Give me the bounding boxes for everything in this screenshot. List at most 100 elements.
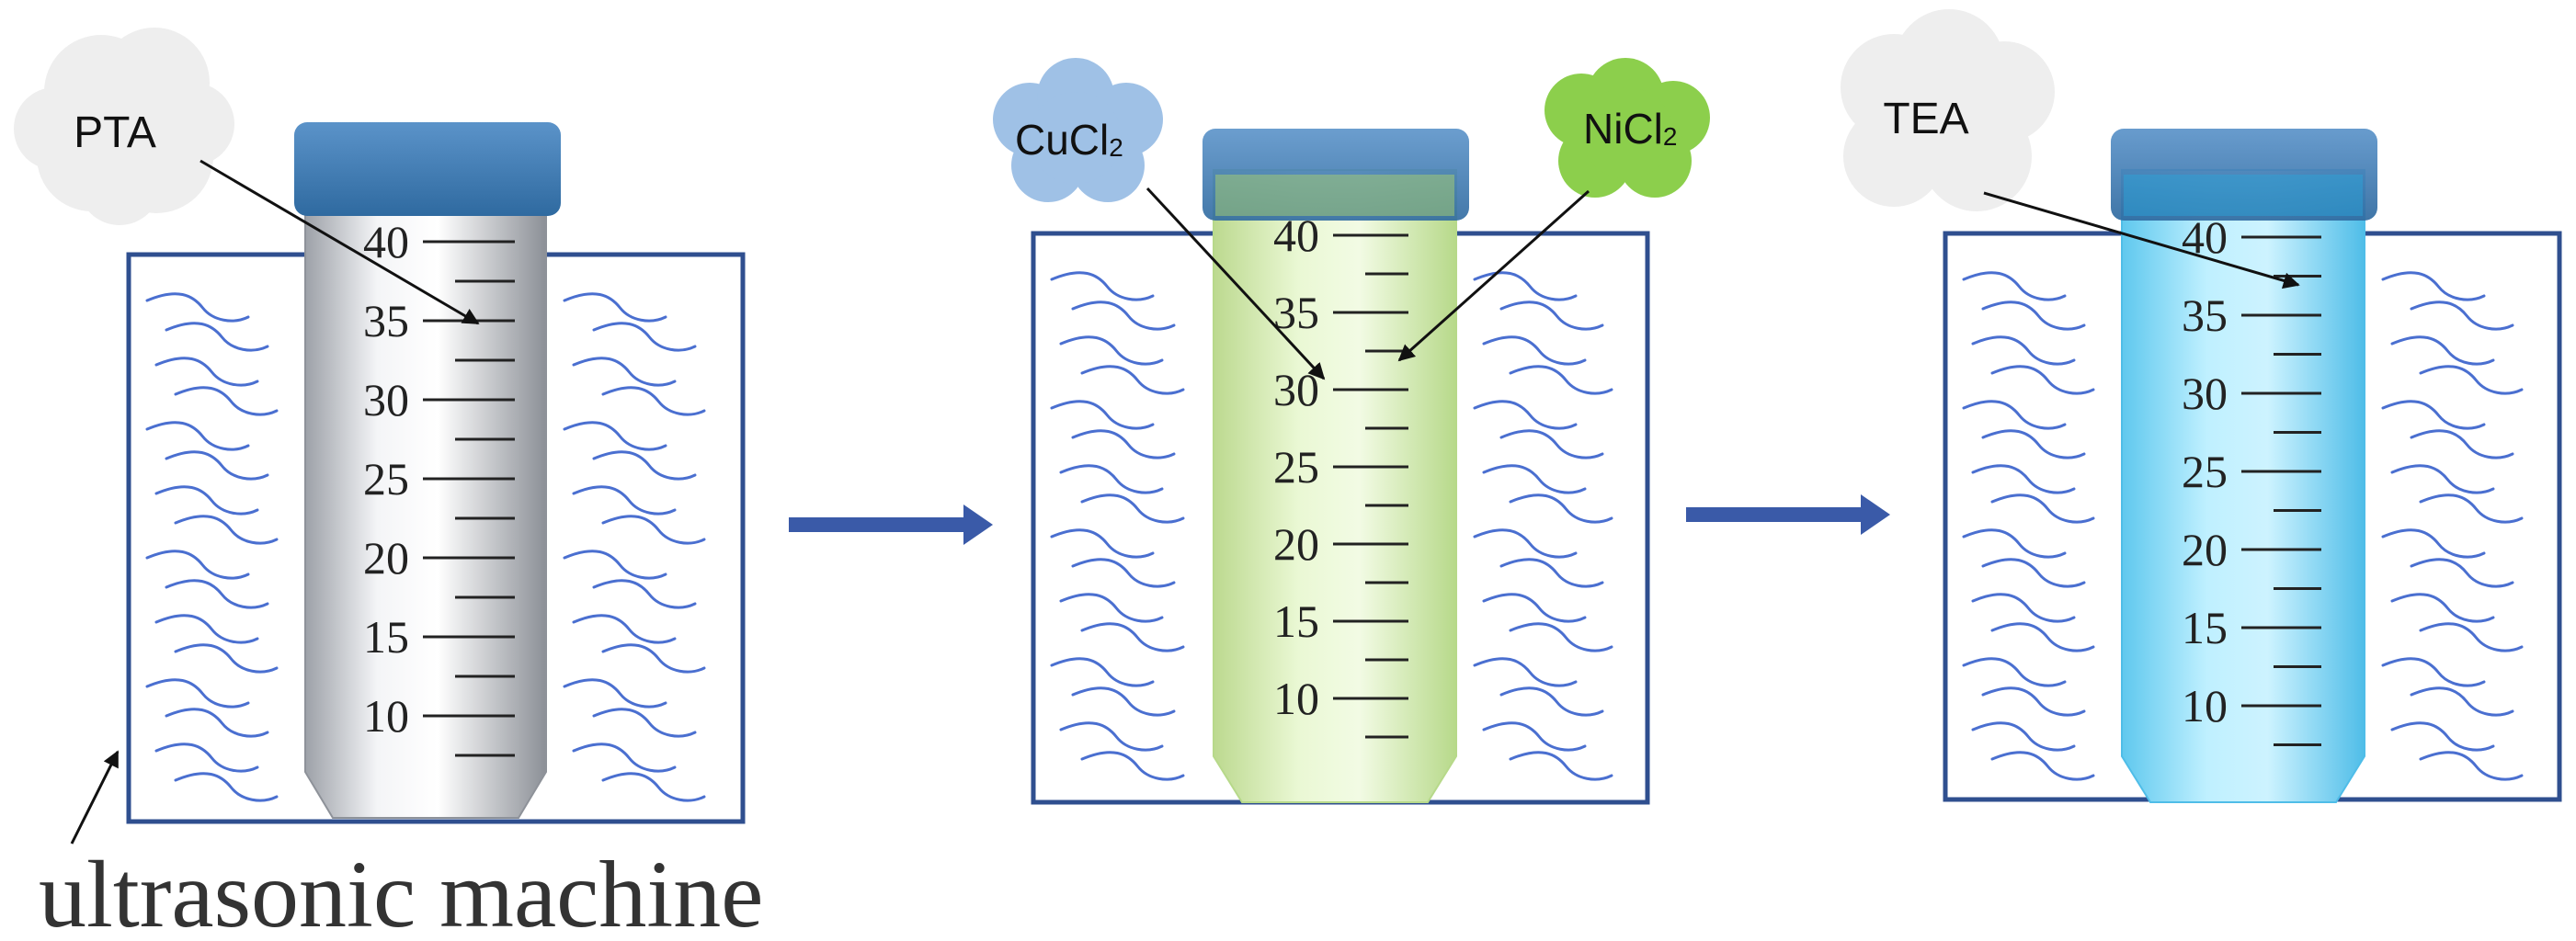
tube-3-scale-label: 10 [2182,680,2228,731]
tube-1-cap [294,122,561,216]
ultrasonic-waves [145,271,2524,802]
reagent-label-cucl2: CuCl2 [1015,116,1123,164]
ultrasonic-wave [1473,657,1578,687]
ultrasonic-wave [165,708,269,738]
ultrasonic-wave [145,550,250,580]
ultrasonic-wave [2381,400,2486,430]
ultrasonic-wave [2390,464,2495,494]
nicl2-addition-arrow [1397,189,1590,362]
ultrasonic-wave [2390,721,2495,752]
tube-2-scale-label: 30 [1273,364,1319,415]
tea-addition-arrow [1983,191,2300,289]
ultrasonic-wave [2381,271,2486,301]
ultrasonic-wave [1059,335,1164,366]
ultrasonic-wave [572,357,677,387]
tube-3-scale-label: 25 [2182,446,2228,497]
ultrasonic-wave [1971,335,2076,366]
reagent-label-tea: TEA [1883,95,1968,143]
process-arrow-2 [1686,494,1890,535]
ultrasonic-wave [1509,751,1613,781]
ultrasonic-wave [1990,622,2095,652]
ultrasonic-wave [145,292,250,323]
ultrasonic-wave [1080,751,1185,781]
ultrasonic-wave [1962,400,2067,430]
ultrasonic-wave [2419,622,2524,652]
ultrasonic-wave [592,322,697,352]
ultrasonic-wave [154,614,259,644]
ultrasonic-wave [1482,593,1587,623]
ultrasonic-wave [572,614,677,644]
ultrasonic-wave [145,678,250,709]
ultrasonic-wave [1499,686,1604,717]
ultrasonic-wave [1499,429,1604,459]
ultrasonic-wave [592,450,697,481]
ultrasonic-wave [2410,429,2514,459]
tube-1-scale-label: 40 [363,216,409,267]
reagent-cloud-cucl2 [993,58,1163,202]
tube-2-scale-label: 20 [1273,518,1319,570]
ultrasonic-wave [2381,657,2486,687]
reagent-label-pta: PTA [74,108,156,157]
ultrasonic-wave [592,708,697,738]
ultrasonic-wave [1962,528,2067,559]
reagent-cloud-nicl2 [1544,58,1710,198]
tube-2-liquid-top [1215,175,1454,216]
ultrasonic-wave [2419,493,2524,524]
ultrasonic-wave [1499,300,1604,331]
tube-3-scale-label: 20 [2182,524,2228,575]
tube-3-scale-label: 15 [2182,602,2228,653]
reagent-label-nicl2: NiCl2 [1583,105,1677,153]
ultrasonic-wave [1059,721,1164,752]
ultrasonic-wave [1473,271,1578,301]
tube-3-scale-label: 35 [2182,289,2228,341]
ultrasonic-wave [174,515,279,545]
tube-3-body [2121,169,2365,803]
nicl2-subscript: 2 [1663,122,1678,151]
tube-3-liquid-top [2124,175,2363,216]
ultrasonic-wave [1080,365,1185,395]
ultrasonic-wave [154,357,259,387]
cucl2-subscript: 2 [1109,133,1123,162]
ultrasonic-wave [2381,528,2486,559]
tube-2-scale-label: 15 [1273,595,1319,647]
ultrasonic-wave [1981,300,2086,331]
ultrasonic-wave [2390,593,2495,623]
tube-1-scale-label: 15 [363,611,409,663]
ultrasonic-wave [174,643,279,674]
ultrasonic-wave [1059,593,1164,623]
ultrasonic-wave [174,772,279,802]
tube-1-scale-label: 20 [363,532,409,584]
ultrasonic-wave [2419,365,2524,395]
ultrasonic-wave [1981,429,2086,459]
ultrasonic-wave [1071,300,1176,331]
ultrasonic-wave [1962,657,2067,687]
ultrasonic-wave [1050,271,1155,301]
ultrasonic-wave [1482,721,1587,752]
tube-1-scale-label: 35 [363,295,409,346]
ultrasonic-wave [145,421,250,451]
tube-2-scale-label: 25 [1273,441,1319,493]
ultrasonic-wave [1509,365,1613,395]
ultrasonic-wave [1482,464,1587,494]
ultrasonic-wave [2410,686,2514,717]
ultrasonic-wave [1990,751,2095,781]
ultrasonic-wave [165,450,269,481]
ultrasonic-wave [1990,365,2095,395]
ultrasonic-wave [601,772,706,802]
ultrasonic-wave [1482,335,1587,366]
ultrasonic-wave [601,515,706,545]
ultrasonic-wave [174,386,279,416]
ultrasonic-wave [1050,528,1155,559]
ultrasonic-wave [1080,622,1185,652]
tube-3-scale-label: 30 [2182,368,2228,419]
tube-2-scale-label: 35 [1273,287,1319,338]
ultrasonic-wave [2390,335,2495,366]
ultrasonic-wave [2419,751,2524,781]
process-arrow-1 [789,505,993,545]
tube-1-scale-label: 25 [363,453,409,505]
tube-1-scale-label: 30 [363,374,409,425]
tube-2-scale-label: 40 [1273,210,1319,261]
